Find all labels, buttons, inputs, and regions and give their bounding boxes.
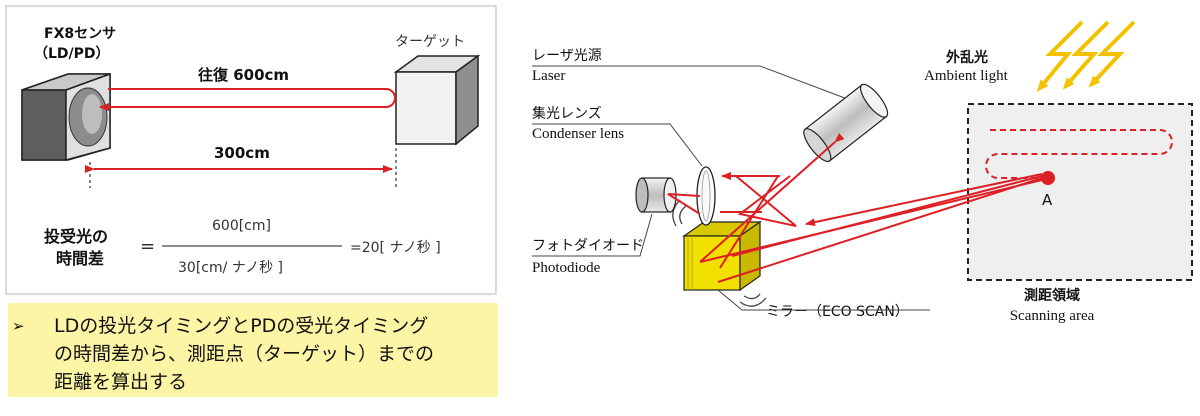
note-line-1: LDの投光タイミングとPDの受光タイミング [54,315,429,337]
equation-denominator: 30[cm/ ナノ秒 ] [178,260,283,276]
explanation-note: ➢ LDの投光タイミングとPDの受光タイミング の時間差から、測距点（ターゲット… [8,303,498,397]
laser-beams [667,133,1043,283]
distance-label: 300cm [214,144,270,162]
sensor-label-line1: FX8センサ [44,26,116,42]
round-trip-beam [99,88,396,111]
condenser-lens-inner [701,170,711,222]
mirror-label: ミラー（ECO SCAN） [766,304,909,320]
beam-return-1 [717,177,1043,283]
equation-numerator: 600[cm] [212,218,271,234]
target-cube-icon [393,54,481,146]
scan-area-label-en: Scanning area [1010,308,1095,324]
photodiode-label-jp: フォトダイオード [532,238,644,254]
lens-label-jp: 集光レンズ [532,105,602,122]
equation-lhs-line2: 時間差 [56,249,104,268]
photodiode-leader-line [532,213,653,257]
laser-label-jp: レーザ光源 [532,48,602,64]
mirror-leader-line [717,289,930,311]
beam-return-2 [731,175,1043,257]
scan-path [985,129,1173,179]
note-line-3: 距離を算出する [54,371,188,393]
photodiode-label-en: Photodiode [532,260,601,276]
note-line-2: の時間差から、測距点（ターゲット）までの [54,343,435,365]
laser-label-en: Laser [532,68,565,84]
equation-result: =20[ ナノ秒 ] [350,240,441,256]
equation-equals: = [140,236,155,257]
mirror-motion-icon-top [672,199,687,227]
note-bullet-icon: ➢ [12,317,25,335]
lens-label-en: Condenser lens [532,126,624,142]
measure-point [1041,171,1055,185]
equation-lhs-line1: 投受光の [44,227,108,246]
beam-focus [667,193,701,215]
laser-source-icon [803,83,889,163]
left-panel: FX8センサ （LD/PD） ターゲット 往復 600cm 300cm 投受光の… [5,5,497,295]
ambient-label-jp: 外乱光 [946,49,988,66]
ambient-light-icon [1036,20,1136,92]
scanning-area-box [967,103,1193,281]
round-trip-label: 往復 600cm [198,66,289,84]
beam-return-3 [805,173,1043,227]
ambient-label-en: Ambient light [924,68,1009,84]
target-label: ターゲット [395,34,465,50]
scan-area-label-jp: 測距領域 [1024,287,1080,304]
sensor-label-line2: （LD/PD） [34,46,110,62]
laser-leader-line [532,65,851,101]
right-panel: A 測距領域 Scanning area 外乱光 Ambient light レ… [532,20,1193,324]
lens-leader-line [532,123,703,167]
mirror-motion-icon-bottom [739,293,767,307]
measure-point-label: A [1042,191,1053,209]
beam-zigzag [719,175,797,269]
sensor-box-icon [21,72,111,161]
